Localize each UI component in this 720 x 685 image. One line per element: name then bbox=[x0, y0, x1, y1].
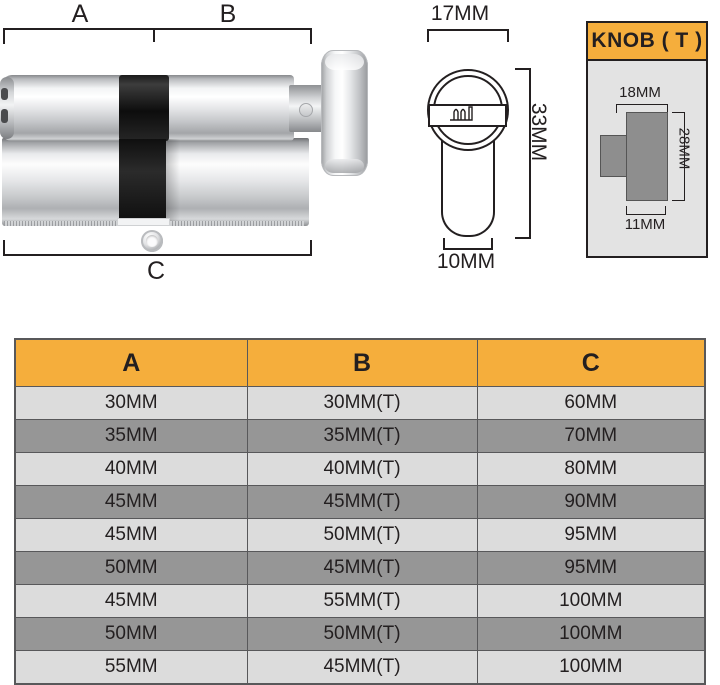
table-cell-c: 70MM bbox=[476, 419, 706, 453]
column-header-a: A bbox=[14, 338, 248, 387]
table-cell-a: 50MM bbox=[14, 617, 248, 651]
table-cell-a: 45MM bbox=[14, 485, 248, 519]
thumb-turn-knob-highlight-bottom bbox=[325, 159, 364, 173]
column-header-b: B bbox=[246, 338, 478, 387]
knob-head-shape bbox=[626, 112, 668, 201]
table-cell-c: 60MM bbox=[476, 386, 706, 420]
table-cell-c: 100MM bbox=[476, 650, 706, 685]
dimension-label-10mm: 10MM bbox=[436, 250, 496, 273]
table-header-row: A B C bbox=[14, 338, 706, 387]
table-cell-b: 35MM(T) bbox=[246, 419, 478, 453]
keyway-slot-upper bbox=[1, 88, 8, 100]
euro-cylinder-lock-icon bbox=[0, 50, 368, 252]
dimension-bracket-10mm bbox=[443, 238, 493, 250]
table-cell-a: 45MM bbox=[14, 584, 248, 618]
dimension-label-b: B bbox=[219, 0, 237, 28]
table-cell-a: 30MM bbox=[14, 386, 248, 420]
table-cell-c: 95MM bbox=[476, 518, 706, 552]
knob-panel-title: KNOB ( T ) bbox=[588, 23, 706, 61]
table-cell-a: 35MM bbox=[14, 419, 248, 453]
knob-dimension-label-28mm: 28MM bbox=[675, 127, 693, 170]
product-diagram-area: A B C 17MM 33MM 10MM bbox=[0, 0, 720, 330]
table-cell-a: 40MM bbox=[14, 452, 248, 486]
table-cell-c: 95MM bbox=[476, 551, 706, 585]
table-cell-b: 50MM(T) bbox=[246, 518, 478, 552]
table-cell-b: 55MM(T) bbox=[246, 584, 478, 618]
table-cell-b: 50MM(T) bbox=[246, 617, 478, 651]
thumb-turn-knob-highlight-top bbox=[325, 54, 364, 70]
cross-section-keyway-profile-icon bbox=[450, 106, 482, 121]
cylinder-keyway-endface bbox=[0, 77, 14, 139]
knob-dimension-bracket-28mm bbox=[672, 112, 685, 201]
table-cell-a: 50MM bbox=[14, 551, 248, 585]
dimension-bracket-c bbox=[3, 240, 312, 256]
table-cell-b: 30MM(T) bbox=[246, 386, 478, 420]
column-header-c: C bbox=[476, 338, 706, 387]
knob-dimension-label-11mm: 11MM bbox=[624, 216, 666, 233]
table-cell-b: 45MM(T) bbox=[246, 551, 478, 585]
cylinder-cam-shadow bbox=[166, 139, 180, 221]
knob-dimension-label-18mm: 18MM bbox=[619, 84, 661, 101]
dimension-bracket-ab bbox=[3, 28, 312, 44]
table-cell-c: 100MM bbox=[476, 617, 706, 651]
table-cell-c: 80MM bbox=[476, 452, 706, 486]
dimension-bracket-33mm bbox=[515, 68, 531, 239]
table-cell-a: 55MM bbox=[14, 650, 248, 685]
dimension-bracket-ab-divider bbox=[153, 28, 155, 42]
thumb-turn-pin-icon bbox=[299, 103, 313, 117]
knob-shaft-shape bbox=[600, 135, 630, 177]
keyway-slot-lower bbox=[1, 109, 8, 123]
cross-section-keyway-band bbox=[428, 104, 507, 127]
thumb-turn-knob-icon bbox=[321, 50, 368, 176]
table-cell-b: 40MM(T) bbox=[246, 452, 478, 486]
table-cell-b: 45MM(T) bbox=[246, 650, 478, 685]
dimension-label-c: C bbox=[146, 257, 166, 285]
dimension-bracket-17mm bbox=[427, 29, 509, 42]
dimension-label-17mm: 17MM bbox=[430, 2, 490, 25]
knob-dimension-bracket-11mm bbox=[626, 206, 666, 215]
cylinder-cam-lower bbox=[119, 139, 166, 220]
table-cell-b: 45MM(T) bbox=[246, 485, 478, 519]
table-cell-c: 90MM bbox=[476, 485, 706, 519]
table-cell-a: 45MM bbox=[14, 518, 248, 552]
knob-dimension-bracket-18mm bbox=[616, 104, 668, 113]
cylinder-cam-foot bbox=[117, 218, 170, 226]
dimension-label-33mm: 33MM bbox=[527, 102, 550, 162]
cylinder-fixing-screw-hole-inner bbox=[146, 235, 158, 247]
table-cell-c: 100MM bbox=[476, 584, 706, 618]
cylinder-cam-upper bbox=[119, 75, 169, 141]
dimension-label-a: A bbox=[71, 0, 89, 28]
